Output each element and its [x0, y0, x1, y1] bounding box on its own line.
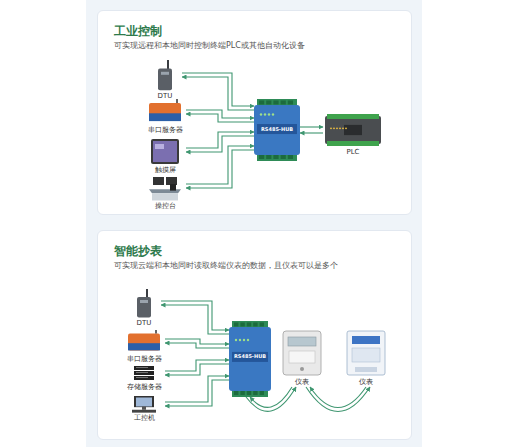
device-node: 触摸屏 [144, 138, 186, 175]
signal-connector [182, 73, 254, 106]
signal-connector [186, 110, 254, 118]
device-label: 触摸屏 [155, 165, 176, 175]
signal-connector [165, 360, 229, 371]
card-heading: 工业控制 [114, 24, 162, 38]
device-node: DTU [127, 288, 161, 330]
signal-connector [186, 114, 254, 122]
device-node: 操控台 [144, 175, 186, 211]
device-node: 仪表 [281, 329, 323, 387]
hub-module: RS485-HUB [229, 321, 271, 397]
signal-connector [246, 387, 296, 411]
device-label: 串口服务器 [148, 125, 183, 135]
background-band [86, 0, 422, 447]
module-label: RS485-HUB [229, 352, 271, 360]
device-node: 仪表 [345, 329, 387, 387]
serial-icon [144, 99, 186, 125]
signal-connector [300, 126, 323, 127]
signal-connector [186, 146, 254, 184]
meter1-icon [281, 329, 323, 377]
ipc-icon [123, 395, 165, 413]
signal-connector [161, 301, 229, 330]
device-node: 存储服务器 [123, 365, 165, 392]
signal-connector [165, 380, 229, 406]
signal-connector [310, 387, 366, 408]
device-label: 仪表 [359, 377, 373, 387]
card-description: 可实现云端和本地同时读取终端仪表的数据，且仪表可以是多个 [114, 261, 338, 271]
signal-connector [161, 305, 229, 334]
module-label: RS485-HUB [254, 125, 300, 133]
console-icon [144, 175, 186, 201]
signal-connector [186, 132, 254, 148]
device-label: PLC [346, 147, 359, 157]
dtu-icon [148, 59, 182, 91]
device-label: 工控机 [134, 413, 155, 423]
signal-connector [165, 343, 229, 348]
touch-icon [144, 138, 186, 165]
meter2-icon [345, 329, 387, 377]
scenario-card: 智能抄表可实现云端和本地同时读取终端仪表的数据，且仪表可以是多个 DTU 串口服务器… [97, 230, 412, 440]
device-node: 串口服务器 [123, 330, 165, 364]
device-node: PLC [323, 113, 383, 157]
dtu-icon [127, 288, 161, 318]
scenario-card: 工业控制可实现远程和本地同时控制终端PLC或其他自动化设备 DTU 串口服务器触摸屏… [97, 10, 412, 215]
signal-connector [165, 376, 229, 402]
device-label: 串口服务器 [127, 354, 162, 364]
signal-connector [182, 77, 254, 110]
serial-icon [123, 330, 165, 354]
signal-connector [300, 132, 323, 133]
storage-icon [123, 365, 165, 382]
plc-icon [323, 113, 383, 147]
signal-connector [186, 136, 254, 152]
device-label: DTU [158, 91, 173, 101]
device-node: 工控机 [123, 395, 165, 423]
signal-connector [306, 387, 370, 412]
signal-connector [165, 364, 229, 375]
signal-connector [165, 339, 229, 344]
device-label: 操控台 [155, 201, 176, 211]
device-node: 串口服务器 [144, 99, 186, 135]
card-heading: 智能抄表 [114, 244, 162, 258]
hub-module: RS485-HUB [254, 99, 300, 161]
signal-connector [250, 387, 292, 407]
device-label: DTU [137, 318, 152, 328]
device-node: DTU [148, 59, 182, 103]
card-description: 可实现远程和本地同时控制终端PLC或其他自动化设备 [114, 41, 305, 51]
device-label: 仪表 [295, 377, 309, 387]
signal-connector [186, 150, 254, 188]
device-label: 存储服务器 [127, 382, 162, 392]
